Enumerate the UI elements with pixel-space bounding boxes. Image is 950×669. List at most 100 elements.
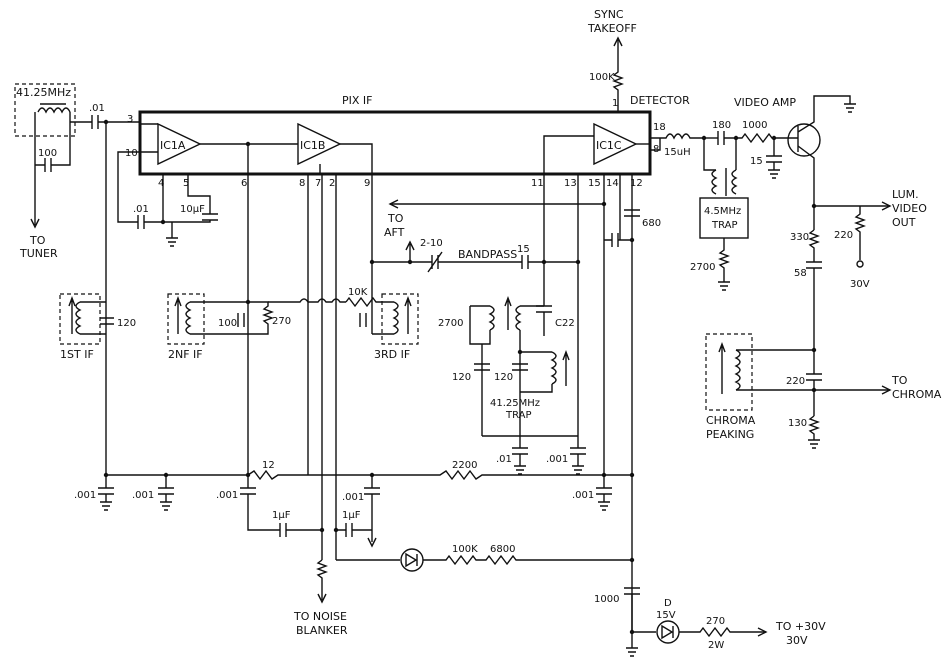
- pin-18: 18: [653, 122, 666, 133]
- c-01-pin4: .01: [133, 204, 149, 215]
- to-tuner-1: TO: [29, 234, 46, 247]
- r-10k: 10K: [348, 287, 368, 298]
- first-if-coil: [75, 301, 82, 335]
- c-680: 680: [642, 218, 661, 229]
- r-100k-sync: 100K: [589, 72, 615, 83]
- c-15-bandpass: 15: [517, 244, 530, 255]
- v-30v: 30V: [850, 279, 870, 290]
- pin-2: 2: [329, 178, 335, 189]
- lum-video-1: LUM.: [892, 188, 919, 201]
- bandpass-label: BANDPASS: [458, 248, 517, 261]
- r-6800: 6800: [490, 544, 515, 555]
- to-noise-2: BLANKER: [296, 624, 348, 637]
- r-1000-video: 1000: [742, 120, 767, 131]
- zener-v: 15V: [656, 610, 676, 621]
- trap-45-coil-a: [711, 169, 718, 195]
- chroma-peaking-coil: [734, 349, 741, 391]
- c-220-chroma: 220: [786, 376, 805, 387]
- trap-45-2: TRAP: [711, 220, 738, 231]
- pin-9: 9: [364, 178, 370, 189]
- lum-video-2: VIDEO: [892, 202, 927, 215]
- c-10uf: 10μF: [180, 204, 205, 215]
- video-amp-label: VIDEO AMP: [734, 96, 796, 109]
- c-001-trap: .001: [546, 454, 568, 465]
- chroma-peaking-box: [705, 333, 753, 411]
- chroma-peaking-2: PEAKING: [706, 428, 754, 441]
- first-if-label: 1ST IF: [60, 348, 94, 361]
- r-2w: 2W: [708, 640, 724, 651]
- c-1uf-a: 1μF: [272, 510, 291, 521]
- trap-45-box: [699, 197, 749, 239]
- tuner-coil-box: [14, 83, 76, 137]
- bypass-cap-4: .001: [342, 475, 380, 548]
- ic1a-amplifier: IC1A: [157, 122, 202, 166]
- c-120-b: 120: [494, 372, 513, 383]
- second-if-label: 2NF IF: [168, 348, 203, 361]
- svg-text:.001: .001: [342, 492, 364, 503]
- l-15uh: 15uH: [664, 147, 691, 158]
- c-01-bottom: .01: [496, 454, 512, 465]
- r-330: 330: [790, 232, 809, 243]
- r-130: 130: [788, 418, 807, 429]
- to-tuner-2: TUNER: [19, 247, 58, 260]
- to-chroma-1: TO: [891, 374, 908, 387]
- pin-8: 8: [299, 178, 305, 189]
- r-270: 270: [272, 316, 291, 327]
- r-100k-bottom: 100K: [452, 544, 478, 555]
- bypass-cap-5: .001: [572, 475, 612, 511]
- pix-if-label: PIX IF: [342, 94, 372, 107]
- video-amp-transistor: [787, 123, 821, 157]
- r-2700-video: 2700: [690, 262, 715, 273]
- to-30v: TO +30V: [775, 620, 826, 633]
- pin-13: 13: [564, 178, 577, 189]
- r-bandpass-var: 2-10: [420, 238, 443, 249]
- sync-takeoff-2: TAKEOFF: [587, 22, 637, 35]
- r-220-out: 220: [834, 230, 853, 241]
- trap-45-coil-b: [731, 169, 738, 195]
- second-if-box: [167, 293, 205, 345]
- detector-label: DETECTOR: [630, 94, 690, 107]
- trap-coil-a: [515, 305, 522, 331]
- r-2200: 2200: [452, 460, 477, 471]
- r-12: 12: [262, 460, 275, 471]
- pin-3: 3: [127, 114, 133, 125]
- svg-text:IC1C: IC1C: [596, 139, 622, 152]
- to-aft-1: TO: [387, 212, 404, 225]
- r-270-bottom: 270: [706, 616, 725, 627]
- c-15-video: 15: [750, 156, 763, 167]
- pin-5: 5: [183, 178, 189, 189]
- zener-diode: [656, 620, 680, 644]
- svg-text:IC1B: IC1B: [300, 139, 325, 152]
- pin-1: 1: [612, 98, 618, 109]
- zener-d: D: [664, 598, 672, 609]
- third-if-coil: [392, 301, 399, 335]
- c-1uf-b: 1μF: [342, 510, 361, 521]
- to-aft-2: AFT: [384, 226, 405, 239]
- trap-41-coil: [550, 351, 557, 385]
- tuner-coil: [37, 107, 71, 114]
- c-180: 180: [712, 120, 731, 131]
- c-120-a: 120: [452, 372, 471, 383]
- pix-if-block: [138, 110, 652, 176]
- trap-coil-b: [488, 305, 495, 331]
- c-1000-bottom: 1000: [594, 594, 619, 605]
- svg-text:IC1A: IC1A: [160, 139, 186, 152]
- bypass-cap-1: .001: [74, 475, 114, 511]
- pin-12: 12: [630, 178, 643, 189]
- to-noise-1: TO NOISE: [293, 610, 347, 623]
- trap-4125-2: TRAP: [505, 410, 532, 421]
- pin-11: 11: [531, 178, 544, 189]
- bypass-cap-2: .001: [132, 475, 174, 511]
- third-if-box: [381, 293, 419, 345]
- pin-7: 7: [315, 178, 321, 189]
- second-if-coil: [185, 301, 192, 335]
- c-100-input: 100: [38, 148, 57, 159]
- third-if-label: 3RD IF: [374, 348, 410, 361]
- diode: [400, 548, 424, 572]
- svg-text:.001: .001: [216, 490, 238, 501]
- trap-45-1: 4.5MHz: [704, 206, 741, 217]
- lum-video-3: OUT: [892, 216, 916, 229]
- pin-14: 14: [606, 178, 619, 189]
- c-01-input: .01: [89, 103, 105, 114]
